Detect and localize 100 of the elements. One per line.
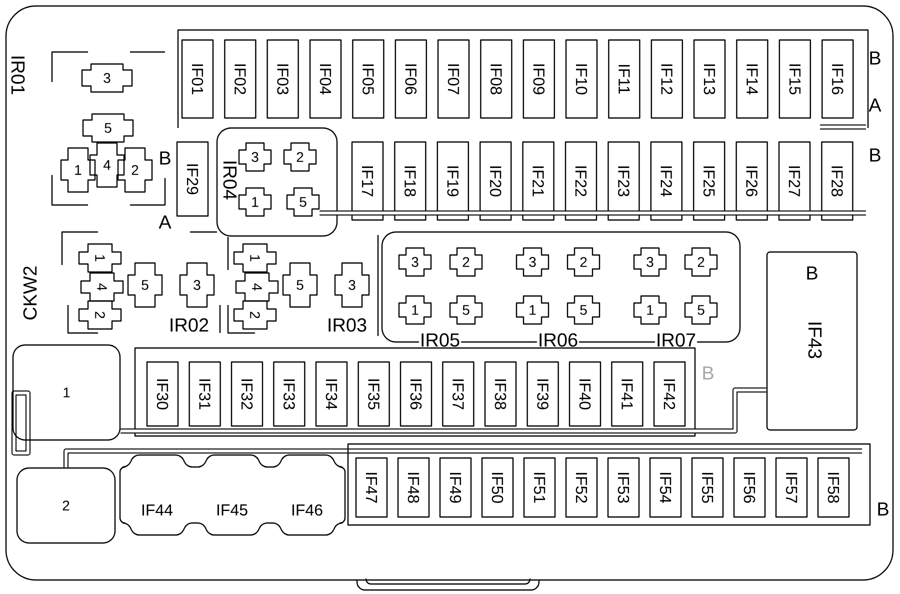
- fuse: IF18: [394, 141, 426, 221]
- relay-terminal: 1: [633, 295, 667, 325]
- relay-terminal: 5: [286, 187, 320, 217]
- part-label: B: [878, 502, 888, 516]
- fuse: IF56: [733, 457, 766, 518]
- fuse: IF39: [526, 361, 559, 427]
- relay-terminal: 3: [633, 247, 667, 277]
- fuse: IF12: [650, 39, 683, 119]
- fuse: IF16: [822, 39, 854, 119]
- fuse: IF15: [778, 39, 811, 119]
- relay-terminal: 3: [334, 262, 370, 308]
- fuse: IF06: [394, 39, 427, 119]
- fuse: IF53: [607, 457, 640, 518]
- fuse: IF57: [775, 457, 808, 518]
- connector-block: 1: [12, 344, 121, 441]
- part-label: IR03: [328, 318, 366, 332]
- fuse: IF10: [565, 39, 598, 119]
- fuse: IF26: [736, 141, 768, 221]
- fuse-holder: [347, 443, 871, 526]
- relay-terminal: 1: [60, 147, 96, 193]
- relay-terminal: 3: [179, 262, 215, 308]
- fuse: IF54: [649, 457, 682, 518]
- relay-terminal: 1: [238, 187, 272, 217]
- fuse: IF35: [358, 361, 390, 427]
- relay-terminal: 4: [235, 272, 279, 302]
- part-label: B: [160, 151, 170, 165]
- relay-terminal: 1: [78, 243, 122, 273]
- relay-terminal: 3: [398, 247, 432, 277]
- busbar-line: [120, 388, 766, 434]
- relay-terminal: 2: [566, 247, 600, 277]
- fuse: IF28: [821, 141, 854, 221]
- part-label: A: [158, 215, 172, 229]
- fuse-holder: [134, 347, 696, 437]
- busbar-line: [64, 448, 348, 468]
- fuse: IF34: [315, 361, 348, 427]
- relay-terminal: 4: [80, 272, 124, 302]
- part-label: B: [870, 148, 880, 162]
- relay-terminal: 2: [283, 142, 317, 172]
- busbar-line: [320, 210, 866, 216]
- fuse: IF37: [442, 361, 474, 427]
- fuse: IF22: [564, 141, 598, 221]
- relay-terminal: 1: [233, 243, 277, 273]
- fuse: IF32: [230, 361, 264, 427]
- fuse: IF40: [568, 361, 602, 427]
- relay-terminal: 3: [81, 63, 133, 93]
- relay-terminal: 2: [233, 300, 277, 330]
- fuse: IF52: [565, 457, 598, 518]
- fuse: IF42: [653, 361, 686, 427]
- fuse: IF13: [693, 39, 726, 119]
- relay-terminal: 4: [89, 142, 125, 188]
- fuse: IF07: [437, 39, 470, 119]
- fuse: IF21: [522, 141, 554, 221]
- relay-terminal: 2: [117, 147, 153, 193]
- relay-terminal: 5: [684, 295, 718, 325]
- relay-terminal: 2: [449, 247, 483, 277]
- relay-terminal: 5: [82, 113, 134, 143]
- fuse: IF41: [611, 361, 644, 427]
- fuse: IF11: [608, 39, 640, 119]
- relay-terminal: 2: [78, 300, 122, 330]
- fuse: IF04: [309, 39, 342, 119]
- fuse: IF03: [266, 39, 299, 119]
- relay-terminal: 1: [516, 295, 550, 325]
- relay-terminal: 1: [398, 295, 432, 325]
- fuse: IF17: [351, 141, 384, 221]
- fuse: IF30: [146, 361, 179, 427]
- relay-terminal: 5: [566, 295, 600, 325]
- fuse: IF09: [522, 39, 555, 119]
- fuse: IF33: [273, 361, 306, 427]
- fuse: IF31: [188, 361, 221, 427]
- fuse: IF29: [176, 141, 209, 217]
- fuse: IF23: [608, 141, 640, 221]
- fuse: IF58: [817, 457, 850, 518]
- part-label: B: [703, 366, 714, 380]
- fuse: IF36: [400, 361, 432, 427]
- fuse: IF51: [523, 457, 556, 518]
- fuse: IF08: [480, 39, 512, 119]
- relay-terminal: 5: [127, 262, 163, 308]
- fuse: IF01: [181, 39, 214, 119]
- fuse: IF25: [693, 141, 726, 221]
- relay-terminal: 3: [238, 142, 272, 172]
- part-label: CKW2: [23, 266, 37, 320]
- fuse: B IF43: [766, 251, 858, 431]
- fuse: IF48: [397, 457, 430, 518]
- part-label: IR02: [170, 318, 208, 332]
- fuse: IF55: [691, 457, 724, 518]
- fuse: IF38: [484, 361, 517, 427]
- fuse-block: IF44 IF45 IF46: [119, 454, 346, 536]
- relay-terminal: 3: [516, 247, 550, 277]
- fuse: IF50: [481, 457, 514, 518]
- fuse: IF27: [778, 141, 811, 221]
- fuse: IF24: [650, 141, 682, 221]
- part-label: A: [868, 98, 882, 112]
- fuse: IF05: [352, 39, 384, 119]
- fuse: IF49: [439, 457, 472, 518]
- part-label: IR01: [11, 56, 25, 94]
- relay-terminal: 2: [684, 247, 718, 277]
- fuse: IF02: [224, 39, 256, 119]
- fuse: IF47: [355, 457, 388, 518]
- relay-terminal: 5: [449, 295, 483, 325]
- relay-terminal: 5: [282, 262, 318, 308]
